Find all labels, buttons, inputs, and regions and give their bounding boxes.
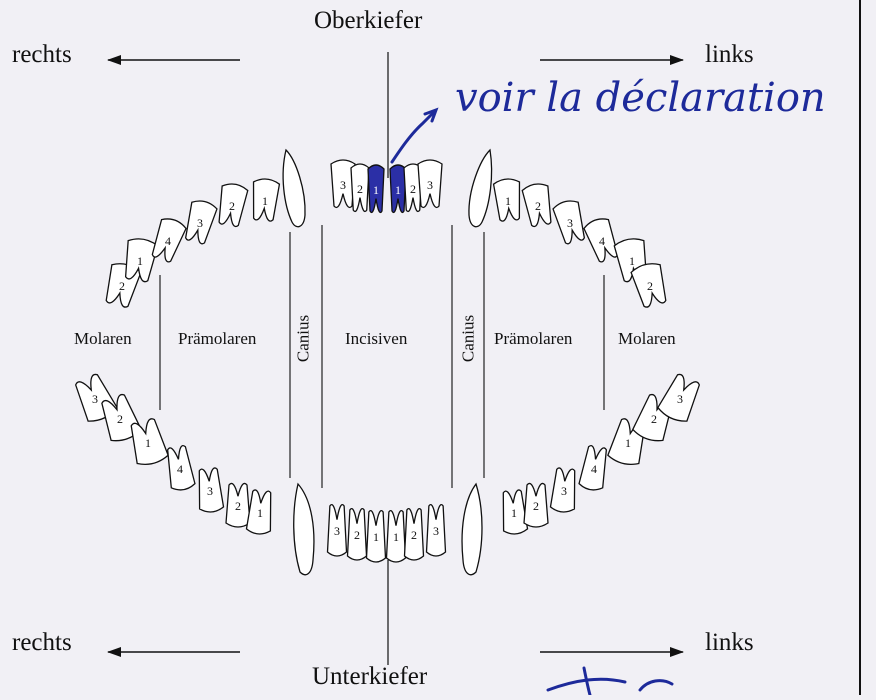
tooth-lower-left-molar-number: 3 xyxy=(677,392,683,406)
tooth-upper-left-molar-number: 1 xyxy=(629,254,635,268)
tooth-upper-right-premolar-number: 1 xyxy=(262,194,268,208)
tooth-lower-incisor-number: 2 xyxy=(411,528,417,542)
tooth-lower-incisor-number: 3 xyxy=(433,524,439,538)
tooth-lower-incisor xyxy=(326,503,348,557)
tooth-lower-right-premolar-number: 2 xyxy=(235,499,241,513)
label-premolars-left: Prämolaren xyxy=(494,329,573,348)
tooth-upper-right-molar-number: 1 xyxy=(137,254,143,268)
tooth-lower-right-molar-number: 3 xyxy=(92,392,98,406)
right-label-top: rechts xyxy=(12,41,72,68)
tooth-lower-incisor-number: 3 xyxy=(334,524,340,538)
label-molars-right: Molaren xyxy=(74,329,132,348)
tooth-upper-incisor-number: 2 xyxy=(410,182,416,196)
canine-upper-right xyxy=(282,148,306,228)
tooth-lower-right-premolar xyxy=(245,489,272,535)
tooth-upper-left-premolar-number: 3 xyxy=(567,216,573,230)
tooth-upper-incisor-number: 2 xyxy=(357,182,363,196)
left-label-top: links xyxy=(705,41,754,68)
canine-upper-left xyxy=(468,148,493,228)
annotation-arrow xyxy=(390,110,436,164)
tooth-lower-incisor xyxy=(403,507,425,561)
tooth-upper-left-molar-number: 2 xyxy=(647,279,653,293)
label-canine-left: Canius xyxy=(458,314,478,363)
tooth-upper-right-premolar-number: 4 xyxy=(165,234,171,248)
tooth-lower-left-premolar xyxy=(523,482,549,528)
tooth-lower-right-premolar-number: 1 xyxy=(257,506,263,520)
tooth-lower-left-molar-number: 1 xyxy=(625,436,631,450)
handwritten-annotation: voir la déclaration xyxy=(455,75,826,121)
upper-jaw-label: Oberkiefer xyxy=(314,7,423,34)
tooth-lower-incisor xyxy=(346,507,368,561)
tooth-upper-incisor xyxy=(389,164,407,214)
tooth-lower-left-molar xyxy=(657,373,701,422)
tooth-upper-left-premolar-number: 2 xyxy=(535,199,541,213)
tooth-upper-right-premolar-number: 3 xyxy=(197,216,203,230)
tooth-upper-right-molar-number: 2 xyxy=(119,279,125,293)
canine-lower-left xyxy=(461,482,483,576)
tooth-upper-incisor-number: 3 xyxy=(427,178,433,192)
left-label-bottom: links xyxy=(705,629,754,656)
tooth-lower-left-premolar-number: 4 xyxy=(591,462,597,476)
handwritten-scribble xyxy=(546,666,674,697)
tooth-upper-incisor xyxy=(330,159,356,209)
tooth-upper-left-premolar xyxy=(492,178,521,222)
tooth-upper-incisor xyxy=(367,164,385,214)
label-incisors: Incisiven xyxy=(345,329,408,348)
tooth-upper-left-premolar xyxy=(583,218,619,263)
tooth-lower-incisor-number: 1 xyxy=(373,530,379,544)
tooth-upper-left-molar xyxy=(630,263,667,308)
tooth-lower-right-molar-number: 2 xyxy=(117,412,123,426)
tooth-upper-incisor-number: 1 xyxy=(373,183,379,197)
tooth-lower-right-premolar-number: 3 xyxy=(207,484,213,498)
tooth-lower-right-premolar xyxy=(225,482,251,528)
tooth-lower-left-molar-number: 2 xyxy=(651,412,657,426)
tooth-upper-right-premolar xyxy=(252,178,281,222)
tooth-upper-incisor-number: 3 xyxy=(340,178,346,192)
tooth-lower-right-molar xyxy=(130,418,169,466)
tooth-upper-right-premolar xyxy=(151,218,187,263)
tooth-lower-left-premolar-number: 1 xyxy=(511,506,517,520)
tooth-lower-incisor xyxy=(385,509,407,563)
tooth-lower-left-premolar-number: 2 xyxy=(533,499,539,513)
tooth-lower-left-premolar xyxy=(578,444,608,491)
tooth-lower-left-premolar xyxy=(549,467,576,513)
label-molars-left: Molaren xyxy=(618,329,676,348)
tooth-upper-incisor xyxy=(403,163,423,213)
tooth-lower-incisor xyxy=(365,509,387,563)
tooth-upper-left-premolar-number: 4 xyxy=(599,234,605,248)
tooth-upper-right-premolar xyxy=(218,183,249,228)
label-premolars-right: Prämolaren xyxy=(178,329,257,348)
right-label-bottom: rechts xyxy=(12,629,72,656)
tooth-upper-incisor xyxy=(350,163,370,213)
tooth-lower-right-premolar xyxy=(166,444,196,491)
tooth-lower-incisor-number: 2 xyxy=(354,528,360,542)
lower-jaw-label: Unterkiefer xyxy=(312,663,428,690)
annotation-arrowhead xyxy=(423,107,439,123)
canine-lower-right xyxy=(293,482,315,576)
tooth-upper-right-premolar xyxy=(184,200,218,245)
tooth-lower-right-molar-number: 1 xyxy=(145,436,151,450)
tooth-upper-incisor xyxy=(417,159,443,209)
tooth-upper-left-premolar xyxy=(521,183,552,228)
tooth-lower-right-premolar-number: 4 xyxy=(177,462,183,476)
label-canine-right: Canius xyxy=(293,314,313,363)
tooth-upper-left-premolar xyxy=(552,200,586,245)
tooth-lower-incisor-number: 1 xyxy=(393,530,399,544)
tooth-lower-right-premolar xyxy=(198,467,225,513)
tooth-lower-left-premolar-number: 3 xyxy=(561,484,567,498)
tooth-upper-left-premolar-number: 1 xyxy=(505,194,511,208)
tooth-upper-right-molar xyxy=(124,238,159,283)
tooth-lower-incisor xyxy=(425,503,447,557)
tooth-upper-incisor-number: 1 xyxy=(395,183,401,197)
tooth-upper-right-premolar-number: 2 xyxy=(229,199,235,213)
tooth-lower-left-premolar xyxy=(502,489,529,535)
